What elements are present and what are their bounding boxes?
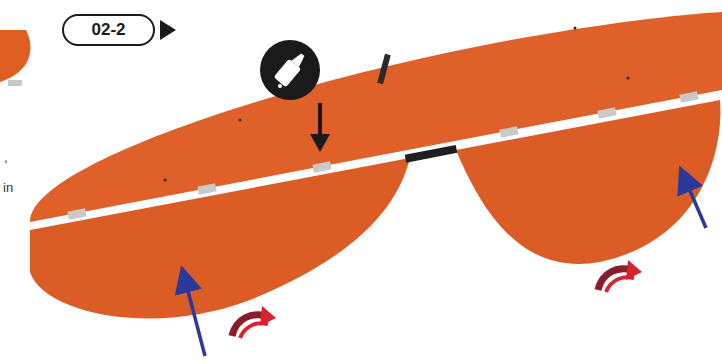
hinge <box>8 80 22 86</box>
push-arrow <box>183 272 205 356</box>
partial-part <box>0 30 30 82</box>
rotate-arrow <box>598 260 642 292</box>
cropped-text: , <box>4 150 8 165</box>
step-number: 02-2 <box>91 20 125 40</box>
cropped-text: in <box>3 180 13 195</box>
hinges <box>67 91 698 219</box>
rotate-arrow <box>232 306 276 338</box>
right-elevator <box>456 100 720 264</box>
push-arrow <box>682 172 706 228</box>
slot <box>377 54 391 85</box>
center-joiner <box>405 145 458 163</box>
glue-icon <box>260 40 320 100</box>
step-label: 02-2 <box>62 14 155 46</box>
glue-arrow <box>310 134 330 152</box>
left-elevator <box>30 158 410 319</box>
step-pointer <box>160 20 176 40</box>
